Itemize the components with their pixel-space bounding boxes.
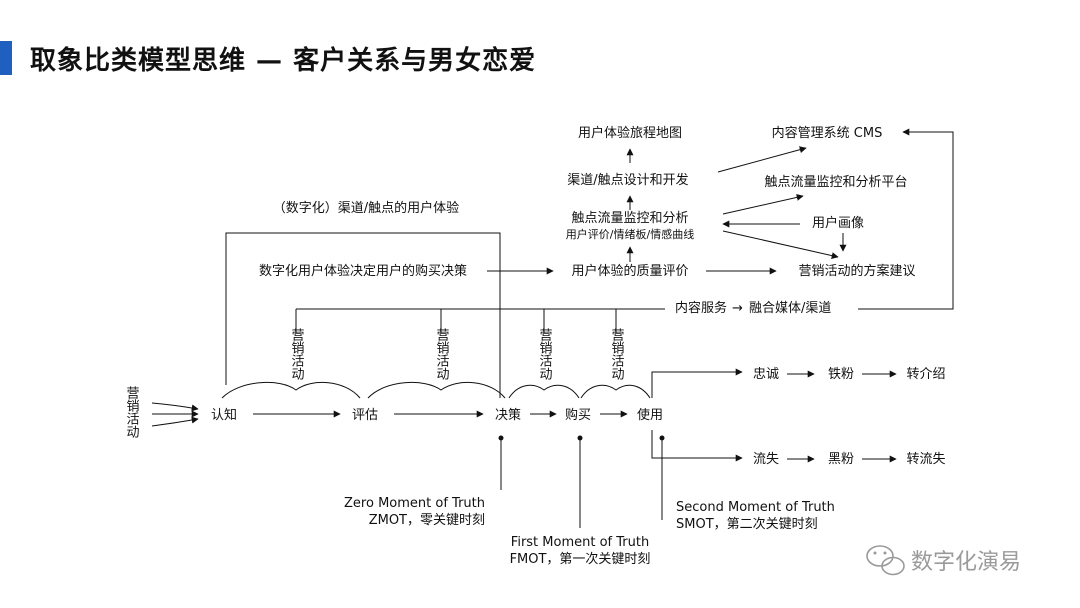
stage-decide: 决策	[495, 407, 521, 423]
marketing-label-left: 营销活动	[124, 386, 140, 439]
marketing-label-2: 营销活动	[434, 328, 450, 381]
arc-marketing-1	[221, 381, 361, 399]
node-content-service: 内容服务	[675, 300, 727, 316]
arrow-mkt-in-3	[151, 416, 199, 427]
marketing-label-4: 营销活动	[609, 328, 625, 381]
zmot-en: Zero Moment of Truth	[344, 496, 485, 511]
arc-marketing-3	[508, 384, 580, 399]
watermark-text: 数字化演易	[911, 550, 1021, 575]
digital-channel-bracket	[225, 232, 501, 398]
arrow-fusion-to-cms	[858, 128, 954, 310]
node-quality: 用户体验的质量评价	[571, 263, 688, 279]
node-journey-map: 用户体验旅程地图	[578, 125, 682, 141]
marketing-label-3: 营销活动	[537, 328, 553, 381]
smot-dot	[659, 435, 665, 441]
node-digital-decision: 数字化用户体验决定用户的购买决策	[259, 263, 467, 279]
outcome-turn-churn: 转流失	[906, 452, 945, 467]
stage-awareness: 认知	[211, 407, 237, 423]
wechat-icon	[866, 545, 905, 576]
zmot-dot	[498, 435, 504, 441]
arc-marketing-4	[580, 384, 651, 399]
title-accent-bar	[0, 41, 12, 75]
node-touchpoint-platform: 触点流量监控和分析平台	[764, 175, 907, 190]
arrow-use-to-loyal	[651, 368, 743, 398]
node-fusion-media: 融合媒体/渠道	[749, 301, 831, 316]
node-marketing-plan: 营销活动的方案建议	[798, 263, 915, 279]
fmot-dot	[577, 435, 583, 441]
outcome-loyal: 忠诚	[753, 367, 779, 382]
arrow-design-to-cms	[717, 146, 807, 173]
arrow-monitor-to-platform	[722, 193, 804, 215]
marketing-label-1: 营销活动	[289, 328, 305, 381]
outcome-churn: 流失	[753, 452, 779, 467]
outcome-black-fan: 黑粉	[828, 452, 854, 467]
arrow-glyph: →	[732, 301, 743, 316]
smot-en: Second Moment of Truth	[676, 500, 835, 515]
arrow-monitor-to-plan	[722, 230, 839, 260]
connectors	[151, 128, 954, 528]
node-touchpoint-sub: 用户评价/情绪板/情感曲线	[566, 227, 694, 241]
moment-dots	[498, 435, 665, 441]
zmot-cn: ZMOT，零关键时刻	[369, 513, 485, 528]
stage-purchase: 购买	[565, 407, 591, 423]
stage-evaluate: 评估	[352, 408, 378, 423]
node-digital-channel: （数字化）渠道/触点的用户体验	[273, 200, 459, 216]
stage-use: 使用	[637, 407, 663, 423]
arc-marketing-2	[367, 381, 506, 399]
outcome-referral: 转介绍	[906, 367, 945, 382]
node-cms: 内容管理系统 CMS	[772, 125, 883, 141]
fmot-en: First Moment of Truth	[511, 535, 649, 550]
fmot-cn: FMOT，第一次关键时刻	[510, 551, 651, 567]
smot-cn: SMOT，第二次关键时刻	[676, 516, 818, 532]
node-persona: 用户画像	[812, 215, 864, 231]
arrow-use-to-churn	[651, 430, 743, 462]
outcome-iron-fan: 铁粉	[828, 367, 854, 382]
node-touchpoint-monitor: 触点流量监控和分析	[571, 211, 688, 226]
arrow-mkt-in-1	[151, 402, 199, 412]
page-title: 取象比类模型思维 — 客户关系与男女恋爱	[30, 46, 537, 76]
node-channel-design: 渠道/触点设计和开发	[567, 172, 688, 188]
